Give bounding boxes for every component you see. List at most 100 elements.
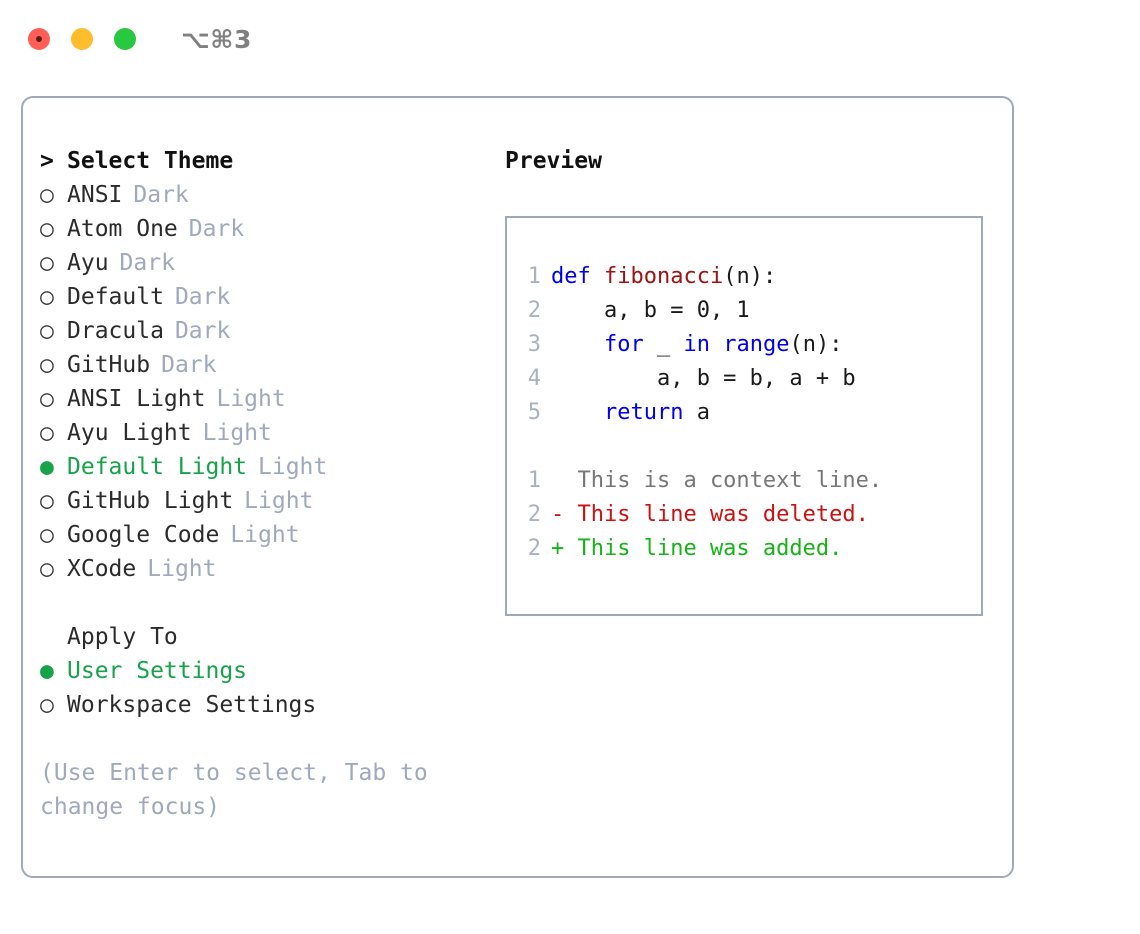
theme-list-item[interactable]: ○ Ayu Dark <box>40 246 485 280</box>
theme-variant-tag: Light <box>230 522 300 548</box>
theme-list-item[interactable]: ○ Ayu Light Light <box>40 416 485 450</box>
theme-variant-tag: Dark <box>119 250 175 276</box>
code-line-content: a, b = 0, 1 <box>551 294 750 328</box>
theme-name-label: GitHub Light <box>67 488 234 514</box>
code-line: 1 def fibonacci(n): <box>507 260 981 294</box>
code-token: a <box>683 400 710 425</box>
diff-line-content: + This line was added. <box>551 536 843 561</box>
preview-title: Preview <box>505 148 602 174</box>
theme-list-item[interactable]: ○ GitHub Dark <box>40 348 485 382</box>
code-line-content: def fibonacci(n): <box>551 260 776 294</box>
close-button-icon[interactable] <box>28 28 50 50</box>
apply-to-label: User Settings <box>67 658 248 684</box>
radio-unselected-icon[interactable]: ○ <box>40 692 54 718</box>
code-line: 4 a, b = b, a + b <box>507 362 981 396</box>
code-token: fibonacci <box>603 264 724 289</box>
code-token: in <box>683 332 710 357</box>
theme-name-label: Ayu <box>67 250 109 276</box>
theme-variant-tag: Light <box>202 420 272 446</box>
radio-unselected-icon[interactable]: ○ <box>40 284 54 310</box>
theme-list-item[interactable]: ○ ANSI Dark <box>40 178 485 212</box>
radio-unselected-icon[interactable]: ○ <box>40 182 54 208</box>
prompt-caret-icon: > <box>40 148 54 174</box>
theme-variant-tag: Light <box>258 454 328 480</box>
theme-variant-tag: Dark <box>133 182 189 208</box>
select-theme-header: > Select Theme <box>40 144 485 178</box>
radio-unselected-icon[interactable]: ○ <box>40 556 54 582</box>
diff-line-number: 1 <box>527 468 541 493</box>
maximize-button-icon[interactable] <box>114 28 136 50</box>
diff-line: 2+ This line was added. <box>507 532 981 566</box>
radio-unselected-icon[interactable]: ○ <box>40 522 54 548</box>
code-line-content: return a <box>551 396 710 430</box>
code-line-number: 1 <box>527 264 541 289</box>
radio-unselected-icon[interactable]: ○ <box>40 250 54 276</box>
theme-list-item[interactable]: ○ Google Code Light <box>40 518 485 552</box>
code-line-content: a, b = b, a + b <box>551 362 856 396</box>
list-spacer <box>40 586 485 620</box>
radio-unselected-icon[interactable]: ○ <box>40 216 54 242</box>
code-token: for <box>603 332 644 357</box>
code-token <box>551 332 604 357</box>
apply-to-item[interactable]: ● User Settings <box>40 654 485 688</box>
theme-variant-tag: Dark <box>161 352 217 378</box>
radio-selected-icon[interactable]: ● <box>40 658 54 684</box>
code-token: a, b = b, a + b <box>551 366 856 391</box>
code-line: 3 for _ in range(n): <box>507 328 981 362</box>
apply-to-header: Apply To <box>40 620 485 654</box>
code-token: (n): <box>723 264 777 289</box>
theme-variant-tag: Dark <box>174 284 231 310</box>
radio-unselected-icon[interactable]: ○ <box>40 420 54 446</box>
minimize-button-icon[interactable] <box>71 28 93 50</box>
code-token: a, b = 0, 1 <box>551 298 750 323</box>
code-line: 2 a, b = 0, 1 <box>507 294 981 328</box>
radio-selected-icon[interactable]: ● <box>40 454 54 480</box>
diff-line-number: 2 <box>527 502 541 527</box>
theme-name-label: ANSI <box>67 182 123 208</box>
theme-name-label: Dracula <box>67 318 164 344</box>
code-token <box>710 332 723 357</box>
theme-list-item[interactable]: ○ GitHub Light Light <box>40 484 485 518</box>
radio-unselected-icon[interactable]: ○ <box>40 386 54 412</box>
code-token <box>551 400 604 425</box>
apply-to-header-marker <box>40 620 67 654</box>
window-controls <box>28 28 136 50</box>
radio-unselected-icon[interactable]: ○ <box>40 352 54 378</box>
code-line-number: 4 <box>527 366 541 391</box>
theme-variant-tag: Dark <box>188 216 245 242</box>
theme-name-label: GitHub <box>67 352 151 378</box>
apply-to-item[interactable]: ○ Workspace Settings <box>40 688 485 722</box>
apply-to-label: Workspace Settings <box>67 692 317 718</box>
radio-unselected-icon[interactable]: ○ <box>40 318 54 344</box>
diff-line: 1 This is a context line. <box>507 464 981 498</box>
theme-variant-tag: Light <box>244 488 314 514</box>
theme-variant-tag: Light <box>147 556 217 582</box>
theme-name-label: Atom One <box>67 216 178 242</box>
theme-list-item[interactable]: ○ Atom One Dark <box>40 212 485 246</box>
theme-name-label: Ayu Light <box>67 420 192 446</box>
theme-name-label: Default <box>67 284 164 310</box>
theme-name-label: XCode <box>67 556 137 582</box>
theme-list-item[interactable]: ○ Default Dark <box>40 280 485 314</box>
code-line-number: 3 <box>527 332 541 357</box>
code-line-number: 5 <box>527 400 541 425</box>
title-bar: ⌥⌘3 <box>0 0 1140 78</box>
theme-list-item[interactable]: ○ XCode Light <box>40 552 485 586</box>
radio-unselected-icon[interactable]: ○ <box>40 488 54 514</box>
keyboard-hint-text: (Use Enter to select, Tab to change focu… <box>40 760 442 820</box>
code-token: return <box>603 400 684 425</box>
select-theme-header-label: Select Theme <box>67 148 234 174</box>
theme-name-label: Google Code <box>67 522 220 548</box>
apply-to-list: ● User Settings ○ Workspace Settings <box>40 654 485 722</box>
theme-name-label: ANSI Light <box>67 386 206 412</box>
